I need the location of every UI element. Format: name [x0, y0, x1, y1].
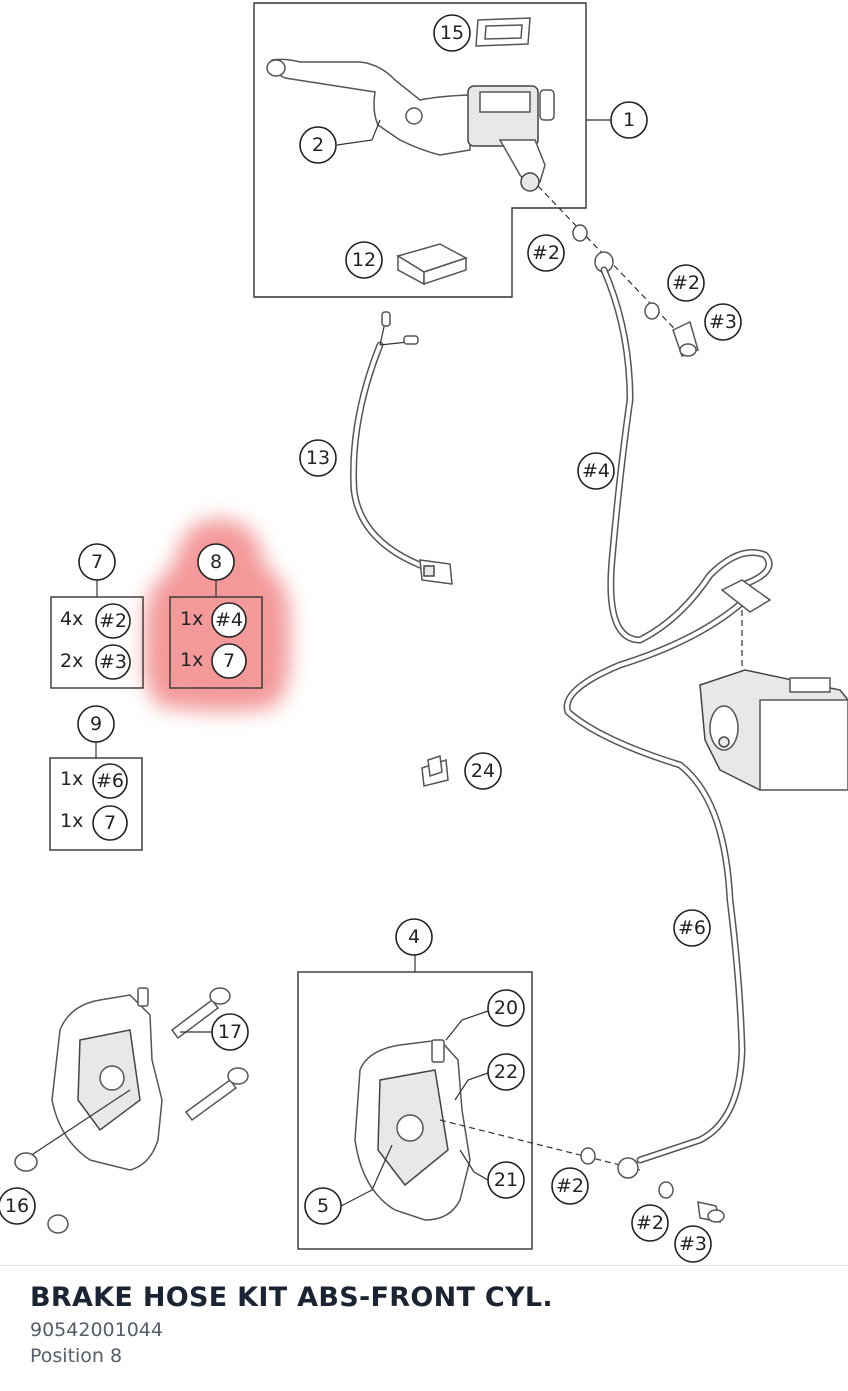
- svg-text:#4: #4: [582, 460, 610, 482]
- svg-text:13: 13: [306, 447, 330, 469]
- callout-13[interactable]: 13: [299, 439, 337, 477]
- svg-text:#2: #2: [672, 272, 700, 294]
- callout-2[interactable]: 2: [299, 126, 337, 164]
- exploded-parts-diagram: 4x #2 2x #3 1x #4 1x 7 1x #6 1x 7 1 2 15…: [0, 2, 848, 1263]
- callout-hose-2-top-a[interactable]: #2: [527, 234, 565, 272]
- svg-text:7: 7: [104, 812, 116, 834]
- bottom-washers-and-bolt: [580, 1147, 725, 1223]
- svg-text:7: 7: [223, 650, 235, 672]
- svg-text:9: 9: [90, 713, 102, 735]
- svg-text:1: 1: [623, 109, 635, 131]
- kit-9-row-2-qty: 1x: [60, 810, 83, 832]
- left-caliper-bolts: [14, 987, 249, 1234]
- svg-text:#3: #3: [679, 1233, 707, 1255]
- part-caption: BRAKE HOSE KIT ABS-FRONT CYL. 9054200104…: [0, 1265, 848, 1391]
- part-number: 90542001044: [30, 1319, 163, 1341]
- brake-sensor-cable: [350, 311, 453, 585]
- svg-text:8: 8: [210, 551, 222, 573]
- callout-7[interactable]: 7: [78, 543, 116, 581]
- brake-light-switch-module: [396, 243, 468, 286]
- svg-text:#4: #4: [215, 609, 243, 631]
- callout-1[interactable]: 1: [610, 101, 648, 139]
- svg-text:17: 17: [218, 1021, 242, 1043]
- svg-text:5: 5: [317, 1195, 329, 1217]
- bottom-fitting-dashed-axis: [439, 1119, 641, 1171]
- svg-text:12: 12: [352, 249, 376, 271]
- top-fitting-dashed-axis: [537, 185, 691, 346]
- kit-8-row-2-qty: 1x: [180, 649, 203, 671]
- callout-hose-4[interactable]: #4: [577, 452, 615, 490]
- callout-16[interactable]: 16: [0, 1187, 36, 1225]
- kit-9-row-1-qty: 1x: [60, 768, 83, 790]
- svg-text:24: 24: [471, 760, 495, 782]
- callout-20[interactable]: 20: [487, 989, 525, 1027]
- reservoir-gasket: [475, 17, 531, 47]
- svg-text:22: 22: [494, 1061, 518, 1083]
- svg-text:7: 7: [91, 551, 103, 573]
- part-title: BRAKE HOSE KIT ABS-FRONT CYL.: [30, 1282, 553, 1313]
- svg-text:15: 15: [440, 22, 464, 44]
- left-brake-caliper: [51, 987, 163, 1171]
- svg-text:2: 2: [312, 134, 324, 156]
- callout-22[interactable]: 22: [487, 1053, 525, 1091]
- abs-modulator-unit: [699, 579, 848, 791]
- kit-7-row-2-ref[interactable]: #3: [95, 644, 131, 680]
- brake-lever-master-cylinder: [266, 58, 555, 192]
- svg-text:21: 21: [494, 1169, 518, 1191]
- svg-text:#2: #2: [532, 242, 560, 264]
- right-brake-caliper: [354, 1039, 471, 1221]
- kit-8-box: [169, 596, 263, 689]
- callout-4[interactable]: 4: [395, 918, 433, 956]
- callout-5[interactable]: 5: [304, 1187, 342, 1225]
- callout-hose-3-top[interactable]: #3: [704, 303, 742, 341]
- callout-8[interactable]: 8: [197, 543, 235, 581]
- svg-text:#2: #2: [99, 610, 127, 632]
- callout-21[interactable]: 21: [487, 1161, 525, 1199]
- callout-17[interactable]: 17: [211, 1013, 249, 1051]
- svg-text:20: 20: [494, 997, 518, 1019]
- kit-7-row-2-qty: 2x: [60, 650, 83, 672]
- left-caliper-axis: [23, 1089, 131, 1161]
- kit-7-box: [50, 596, 144, 689]
- kit-7-row-1-qty: 4x: [60, 608, 83, 630]
- hose-clip: [421, 754, 449, 787]
- svg-text:#6: #6: [96, 770, 124, 792]
- leader-lines: [95, 119, 611, 1207]
- callout-hose-6[interactable]: #6: [673, 909, 711, 947]
- svg-text:#2: #2: [636, 1212, 664, 1234]
- part-position: Position 8: [30, 1345, 123, 1367]
- svg-text:#6: #6: [678, 917, 706, 939]
- kit-9-row-2-ref[interactable]: 7: [92, 805, 128, 841]
- svg-text:#2: #2: [556, 1175, 584, 1197]
- svg-text:#3: #3: [99, 651, 127, 673]
- callout-hose-3-bottom[interactable]: #3: [674, 1225, 712, 1263]
- kit-9-box: [49, 757, 143, 851]
- kit-8-row-1-ref[interactable]: #4: [211, 602, 247, 638]
- svg-text:4: 4: [408, 926, 420, 948]
- kit-8-row-2-ref[interactable]: 7: [211, 643, 247, 679]
- kit-9-row-1-ref[interactable]: #6: [92, 763, 128, 799]
- callout-24[interactable]: 24: [464, 752, 502, 790]
- callout-hose-2-bottom-b[interactable]: #2: [631, 1204, 669, 1242]
- top-washers-and-bolt: [572, 224, 699, 357]
- callout-15[interactable]: 15: [433, 14, 471, 52]
- master-cylinder-assembly-frame: [253, 2, 587, 298]
- callout-9[interactable]: 9: [77, 705, 115, 743]
- callout-12[interactable]: 12: [345, 241, 383, 279]
- svg-text:#3: #3: [709, 311, 737, 333]
- svg-text:16: 16: [5, 1195, 29, 1217]
- kit-8-row-1-qty: 1x: [180, 608, 203, 630]
- callout-hose-2-bottom-a[interactable]: #2: [551, 1167, 589, 1205]
- kit-7-row-1-ref[interactable]: #2: [95, 603, 131, 639]
- callout-hose-2-top-b[interactable]: #2: [667, 264, 705, 302]
